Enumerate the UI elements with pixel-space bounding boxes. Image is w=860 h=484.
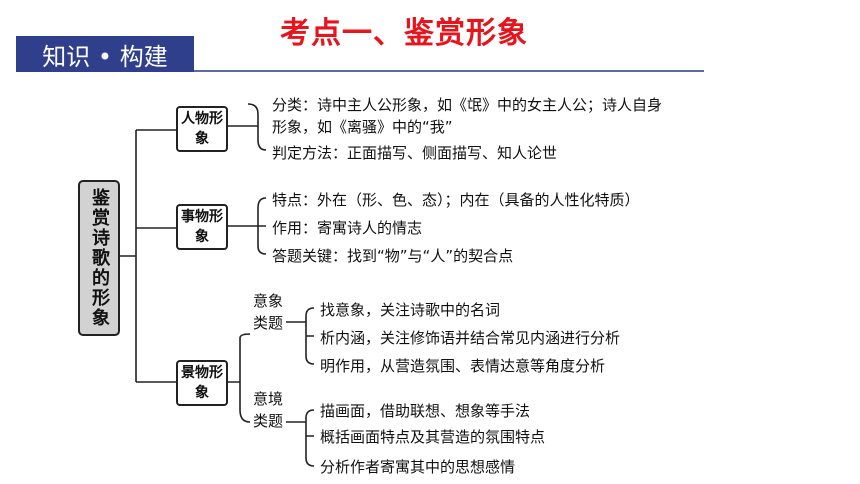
leaf-text: 特点：外在（形、色、态）；内在（具备的人性化特质） (272, 191, 640, 209)
section-tag: 知识 • 构建 (16, 36, 194, 72)
category-scenery: 景物形象 (176, 360, 228, 406)
root-node: 鉴赏诗歌的形象 (78, 180, 120, 336)
leaf-text: 分析作者寄寓其中的思想感情 (320, 458, 516, 476)
leaf-text: 析内涵，关注修饰语并结合常见内涵进行分析 (320, 329, 621, 347)
leaf-text: 明作用，从营造氛围、表情达意等角度分析 (320, 357, 606, 375)
header-divider (194, 70, 704, 72)
leaf-text: 形象，如《离骚》中的“我” (272, 118, 453, 136)
leaf-text: 作用：寄寓诗人的情志 (272, 219, 423, 237)
subgroup-imagery: 意象类题 (252, 292, 283, 332)
leaf-text: 找意象，关注诗歌中的名词 (320, 301, 501, 319)
category-character: 人物形象 (176, 106, 228, 152)
leaf-text: 描画面，借助联想、想象等手法 (320, 402, 531, 420)
leaf-text: 答题关键：找到“物”与“人”的契合点 (272, 247, 514, 265)
leaf-text: 分类：诗中主人公形象，如《氓》中的女主人公；诗人自身 (272, 96, 663, 114)
leaf-text: 判定方法：正面描写、侧面描写、知人论世 (272, 144, 558, 162)
leaf-text: 概括画面特点及其营造的氛围特点 (320, 428, 546, 446)
page-title: 考点一、鉴赏形象 (280, 16, 528, 51)
subgroup-mood: 意境类题 (252, 390, 283, 430)
category-object: 事物形象 (176, 204, 228, 250)
